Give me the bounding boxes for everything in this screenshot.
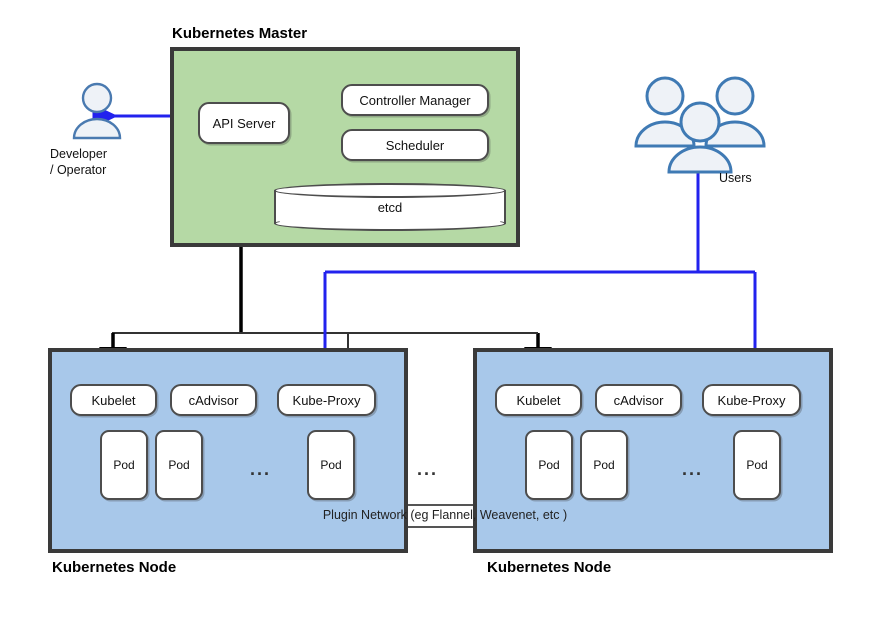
etcd-cylinder-top (274, 183, 506, 198)
node-right-cadvisor[interactable]: cAdvisor (595, 384, 682, 416)
users-avatar-group (634, 72, 766, 181)
user-icon-left (634, 76, 696, 148)
master-title: Kubernetes Master (172, 25, 308, 42)
node-left-title: Kubernetes Node (52, 559, 177, 576)
between-nodes-ellipsis: ... (417, 459, 439, 479)
user-icon-center (667, 101, 733, 174)
node-right-kube-proxy[interactable]: Kube-Proxy (702, 384, 801, 416)
developer-label-line2: / Operator (50, 163, 107, 177)
node-right-kubelet[interactable]: Kubelet (495, 384, 582, 416)
node-left-kube-proxy[interactable]: Kube-Proxy (277, 384, 376, 416)
node-right-pods-ellipsis: ... (682, 459, 704, 479)
node-right-pod-3[interactable]: Pod (733, 430, 781, 500)
developer-operator-avatar (66, 80, 128, 147)
users-group-icon (634, 76, 766, 174)
developer-label-line1: Developer (50, 147, 107, 161)
node-right-pod-1[interactable]: Pod (525, 430, 573, 500)
node-left-pod-3[interactable]: Pod (307, 430, 355, 500)
node-right-title: Kubernetes Node (487, 559, 612, 576)
users-label: Users (719, 171, 752, 185)
etcd-datastore[interactable]: etcd (274, 183, 506, 231)
developer-operator-label: Developer / Operator (50, 146, 107, 178)
node-left-cadvisor[interactable]: cAdvisor (170, 384, 257, 416)
node-left-pod-2[interactable]: Pod (155, 430, 203, 500)
node-left-kubelet[interactable]: Kubelet (70, 384, 157, 416)
node-left-pod-1[interactable]: Pod (100, 430, 148, 500)
controller-manager-component[interactable]: Controller Manager (341, 84, 489, 116)
node-right-pod-2[interactable]: Pod (580, 430, 628, 500)
node-left-pods-ellipsis: ... (250, 459, 272, 479)
api-server-component[interactable]: API Server (198, 102, 290, 144)
plugin-network-label: Plugin Network (eg Flannel, Weavenet, et… (322, 508, 568, 522)
etcd-cylinder-bottom (274, 216, 506, 231)
scheduler-component[interactable]: Scheduler (341, 129, 489, 161)
person-icon (72, 82, 122, 140)
etcd-label: etcd (377, 199, 403, 215)
